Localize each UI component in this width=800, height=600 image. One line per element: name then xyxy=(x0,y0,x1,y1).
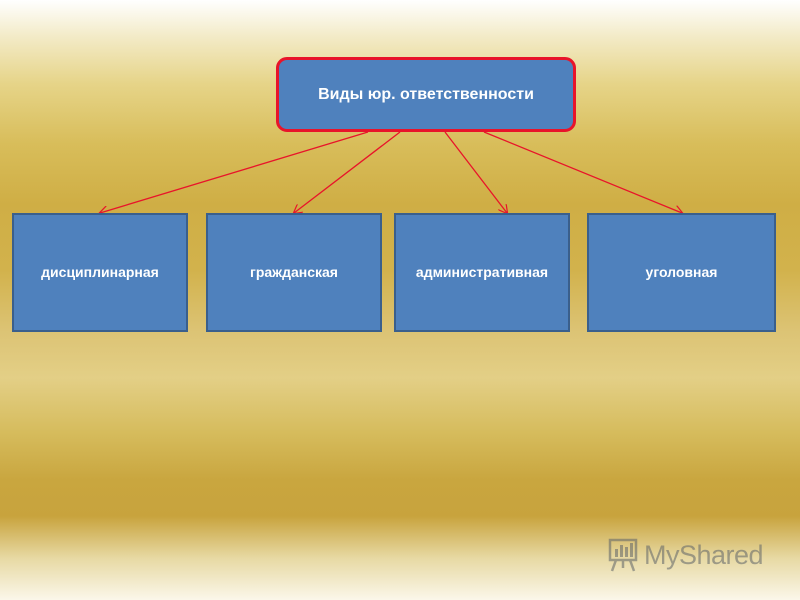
child-node-criminal: уголовная xyxy=(587,213,776,332)
child-node-label: гражданская xyxy=(250,264,338,281)
root-node: Виды юр. ответственности xyxy=(276,57,576,132)
connector-arrow-4 xyxy=(483,131,682,213)
presentation-board-icon xyxy=(608,538,638,572)
child-node-label: дисциплинарная xyxy=(41,264,159,281)
watermark-text: MyShared xyxy=(644,539,764,570)
watermark-logo: MyShared xyxy=(606,535,764,575)
child-node-civil: гражданская xyxy=(206,213,382,332)
child-node-label: уголовная xyxy=(645,264,718,281)
connector-arrow-1 xyxy=(100,131,369,213)
child-node-disciplinary: дисциплинарная xyxy=(12,213,188,332)
child-node-label: административная xyxy=(415,264,549,281)
connector-arrow-2 xyxy=(294,131,401,213)
root-node-label: Виды юр. ответственности xyxy=(318,85,534,103)
connector-arrow-3 xyxy=(444,131,507,213)
child-node-administrative: административная xyxy=(394,213,570,332)
